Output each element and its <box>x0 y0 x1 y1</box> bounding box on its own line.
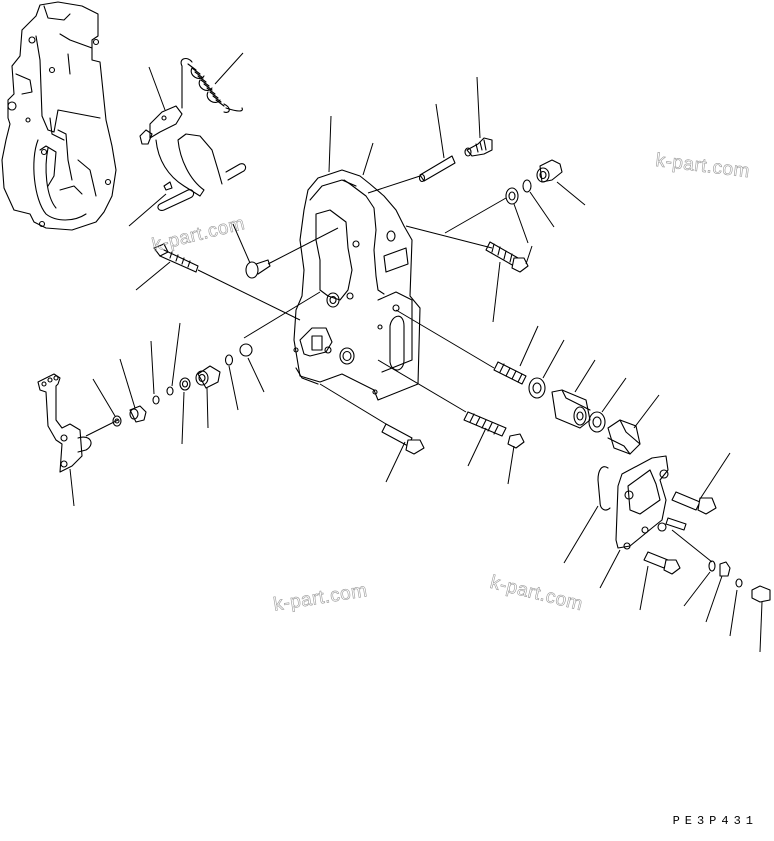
leader-lines <box>69 52 763 653</box>
washer-2-drawing <box>588 411 606 433</box>
hex-spacer-drawing <box>551 389 591 429</box>
reference-code: PE3P431 <box>672 814 758 828</box>
governor-housing-drawing <box>293 169 421 401</box>
snap-ring-drawing <box>505 187 519 205</box>
governor-case-drawing <box>1 1 117 231</box>
spring-drawing <box>180 57 243 113</box>
rod-drawing <box>418 155 456 183</box>
o-ring-top-drawing <box>522 179 532 193</box>
washer-1-drawing <box>528 377 546 399</box>
plug-screw-drawing <box>464 137 493 157</box>
bolt-lower-drawing <box>381 423 425 455</box>
adjusting-screw-drawing <box>493 361 527 385</box>
cap-drawing <box>607 419 641 455</box>
stud-lower-drawing <box>463 411 525 449</box>
stud-upper-drawing <box>485 241 529 273</box>
lever-bracket-drawing <box>37 373 92 473</box>
small-parts-left-drawing <box>112 343 253 427</box>
lever-shaft-drawing <box>139 105 247 211</box>
long-bolt-drawing <box>153 243 199 273</box>
side-cover-drawing <box>597 455 771 603</box>
cap-nut-top-drawing <box>536 159 563 183</box>
